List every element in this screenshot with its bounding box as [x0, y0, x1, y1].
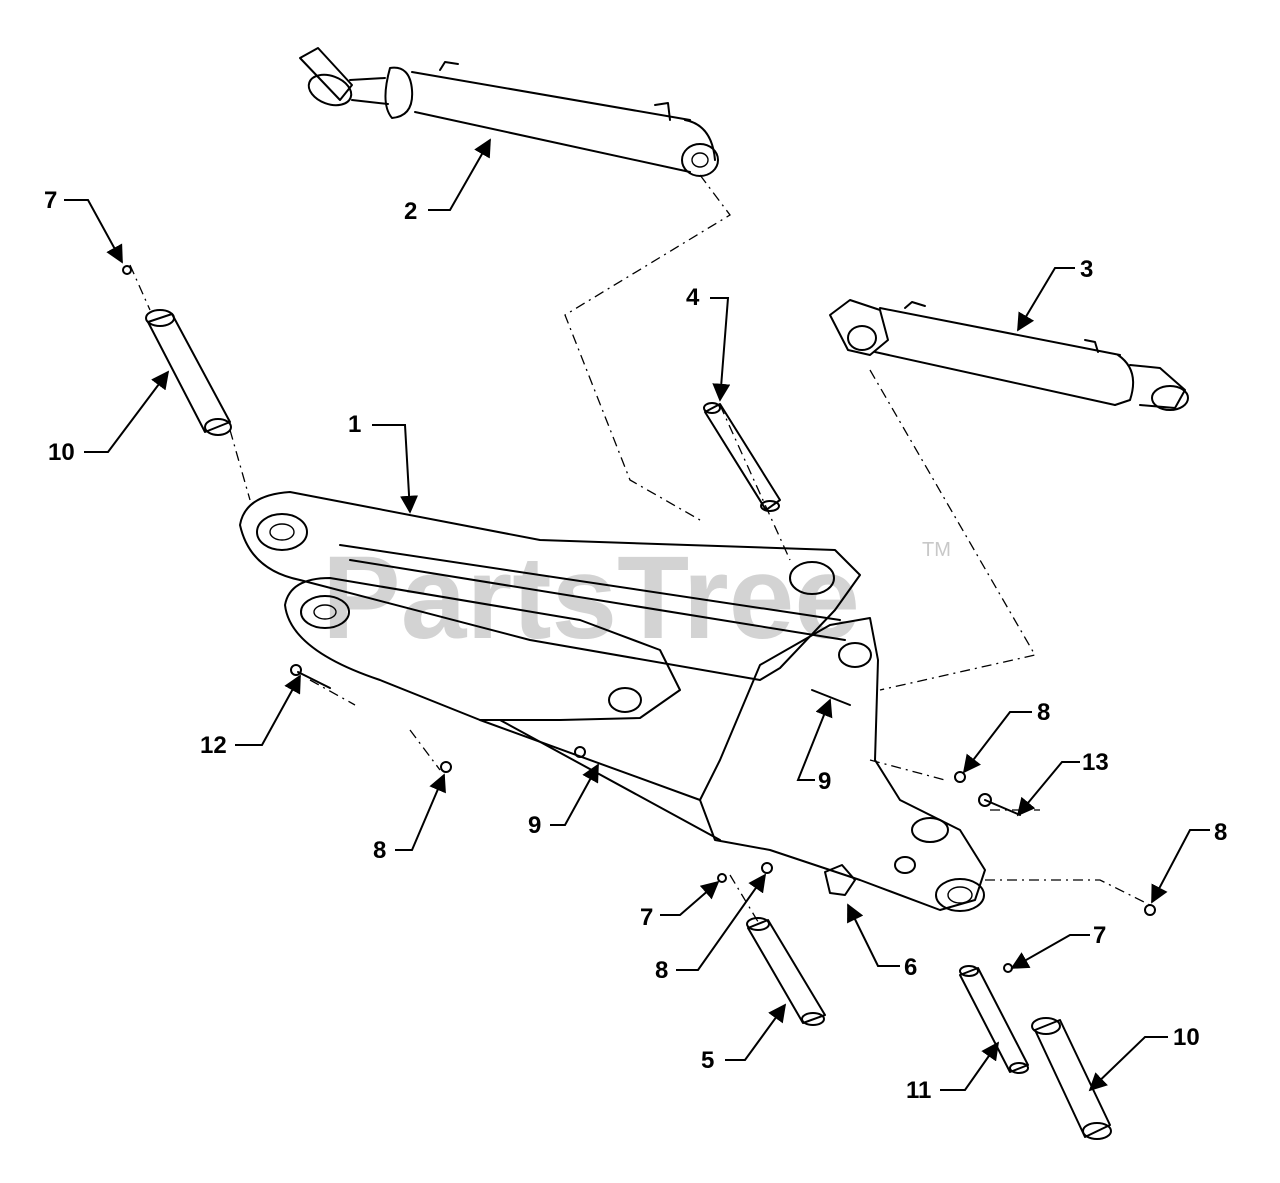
callout-3: 3: [1080, 256, 1093, 283]
part-8-nut-right: [954, 771, 966, 783]
callout-10-lower: 10: [1173, 1024, 1200, 1051]
part-7-fitting-upper: [122, 265, 132, 275]
part-11-pin: [959, 965, 1029, 1074]
part-8-nut-left: [440, 761, 452, 773]
part-5-pin: [746, 917, 826, 1026]
part-12-bolt: [297, 671, 331, 689]
callout-7-upper: 7: [44, 187, 57, 214]
callout-11: 11: [906, 1077, 931, 1104]
part-8-nut-mid: [761, 862, 773, 874]
callout-10-upper: 10: [48, 439, 75, 466]
part-10-pin-upper: [145, 309, 232, 436]
part-2-lift-cylinder: [299, 47, 719, 177]
part-7-fitting-lower: [1003, 963, 1013, 973]
callout-2: 2: [404, 198, 417, 225]
part-7-fitting-mid: [717, 873, 727, 883]
callout-8-left: 8: [373, 837, 386, 864]
part-3-lift-cylinder: [829, 299, 1189, 411]
assembly-center-lines: [129, 174, 1151, 926]
callout-8-far-right: 8: [1214, 819, 1227, 846]
callout-8-mid: 8: [655, 957, 668, 984]
watermark: PartsTree TM: [322, 532, 951, 664]
callout-13: 13: [1082, 749, 1109, 776]
part-8-nut-far-right: [1144, 904, 1156, 916]
callout-1: 1: [348, 411, 361, 438]
callout-9-left: 9: [528, 812, 541, 839]
part-1-loader-arm: [239, 491, 986, 912]
callout-7-lower: 7: [1093, 922, 1106, 949]
part-10-pin-lower: [1031, 1017, 1112, 1140]
callout-4: 4: [686, 284, 700, 311]
callout-5: 5: [701, 1047, 714, 1074]
callout-6: 6: [904, 954, 917, 981]
callout-9-right: 9: [818, 768, 831, 795]
part-4-pin: [703, 402, 781, 512]
part-9-bolt-right: [811, 689, 851, 706]
callout-labels: 1 2 3 4 5 6 7 7 7 8 8 8 8 9 9 10 10 11 1…: [44, 187, 1227, 1104]
callout-12: 12: [200, 732, 227, 759]
part-6-bushing: [824, 864, 856, 896]
watermark-trademark: TM: [922, 539, 951, 561]
callout-8-right: 8: [1037, 699, 1050, 726]
callout-7-mid: 7: [640, 904, 653, 931]
leader-lines: [64, 138, 1210, 1092]
part-9-bolt-left: [574, 746, 586, 758]
